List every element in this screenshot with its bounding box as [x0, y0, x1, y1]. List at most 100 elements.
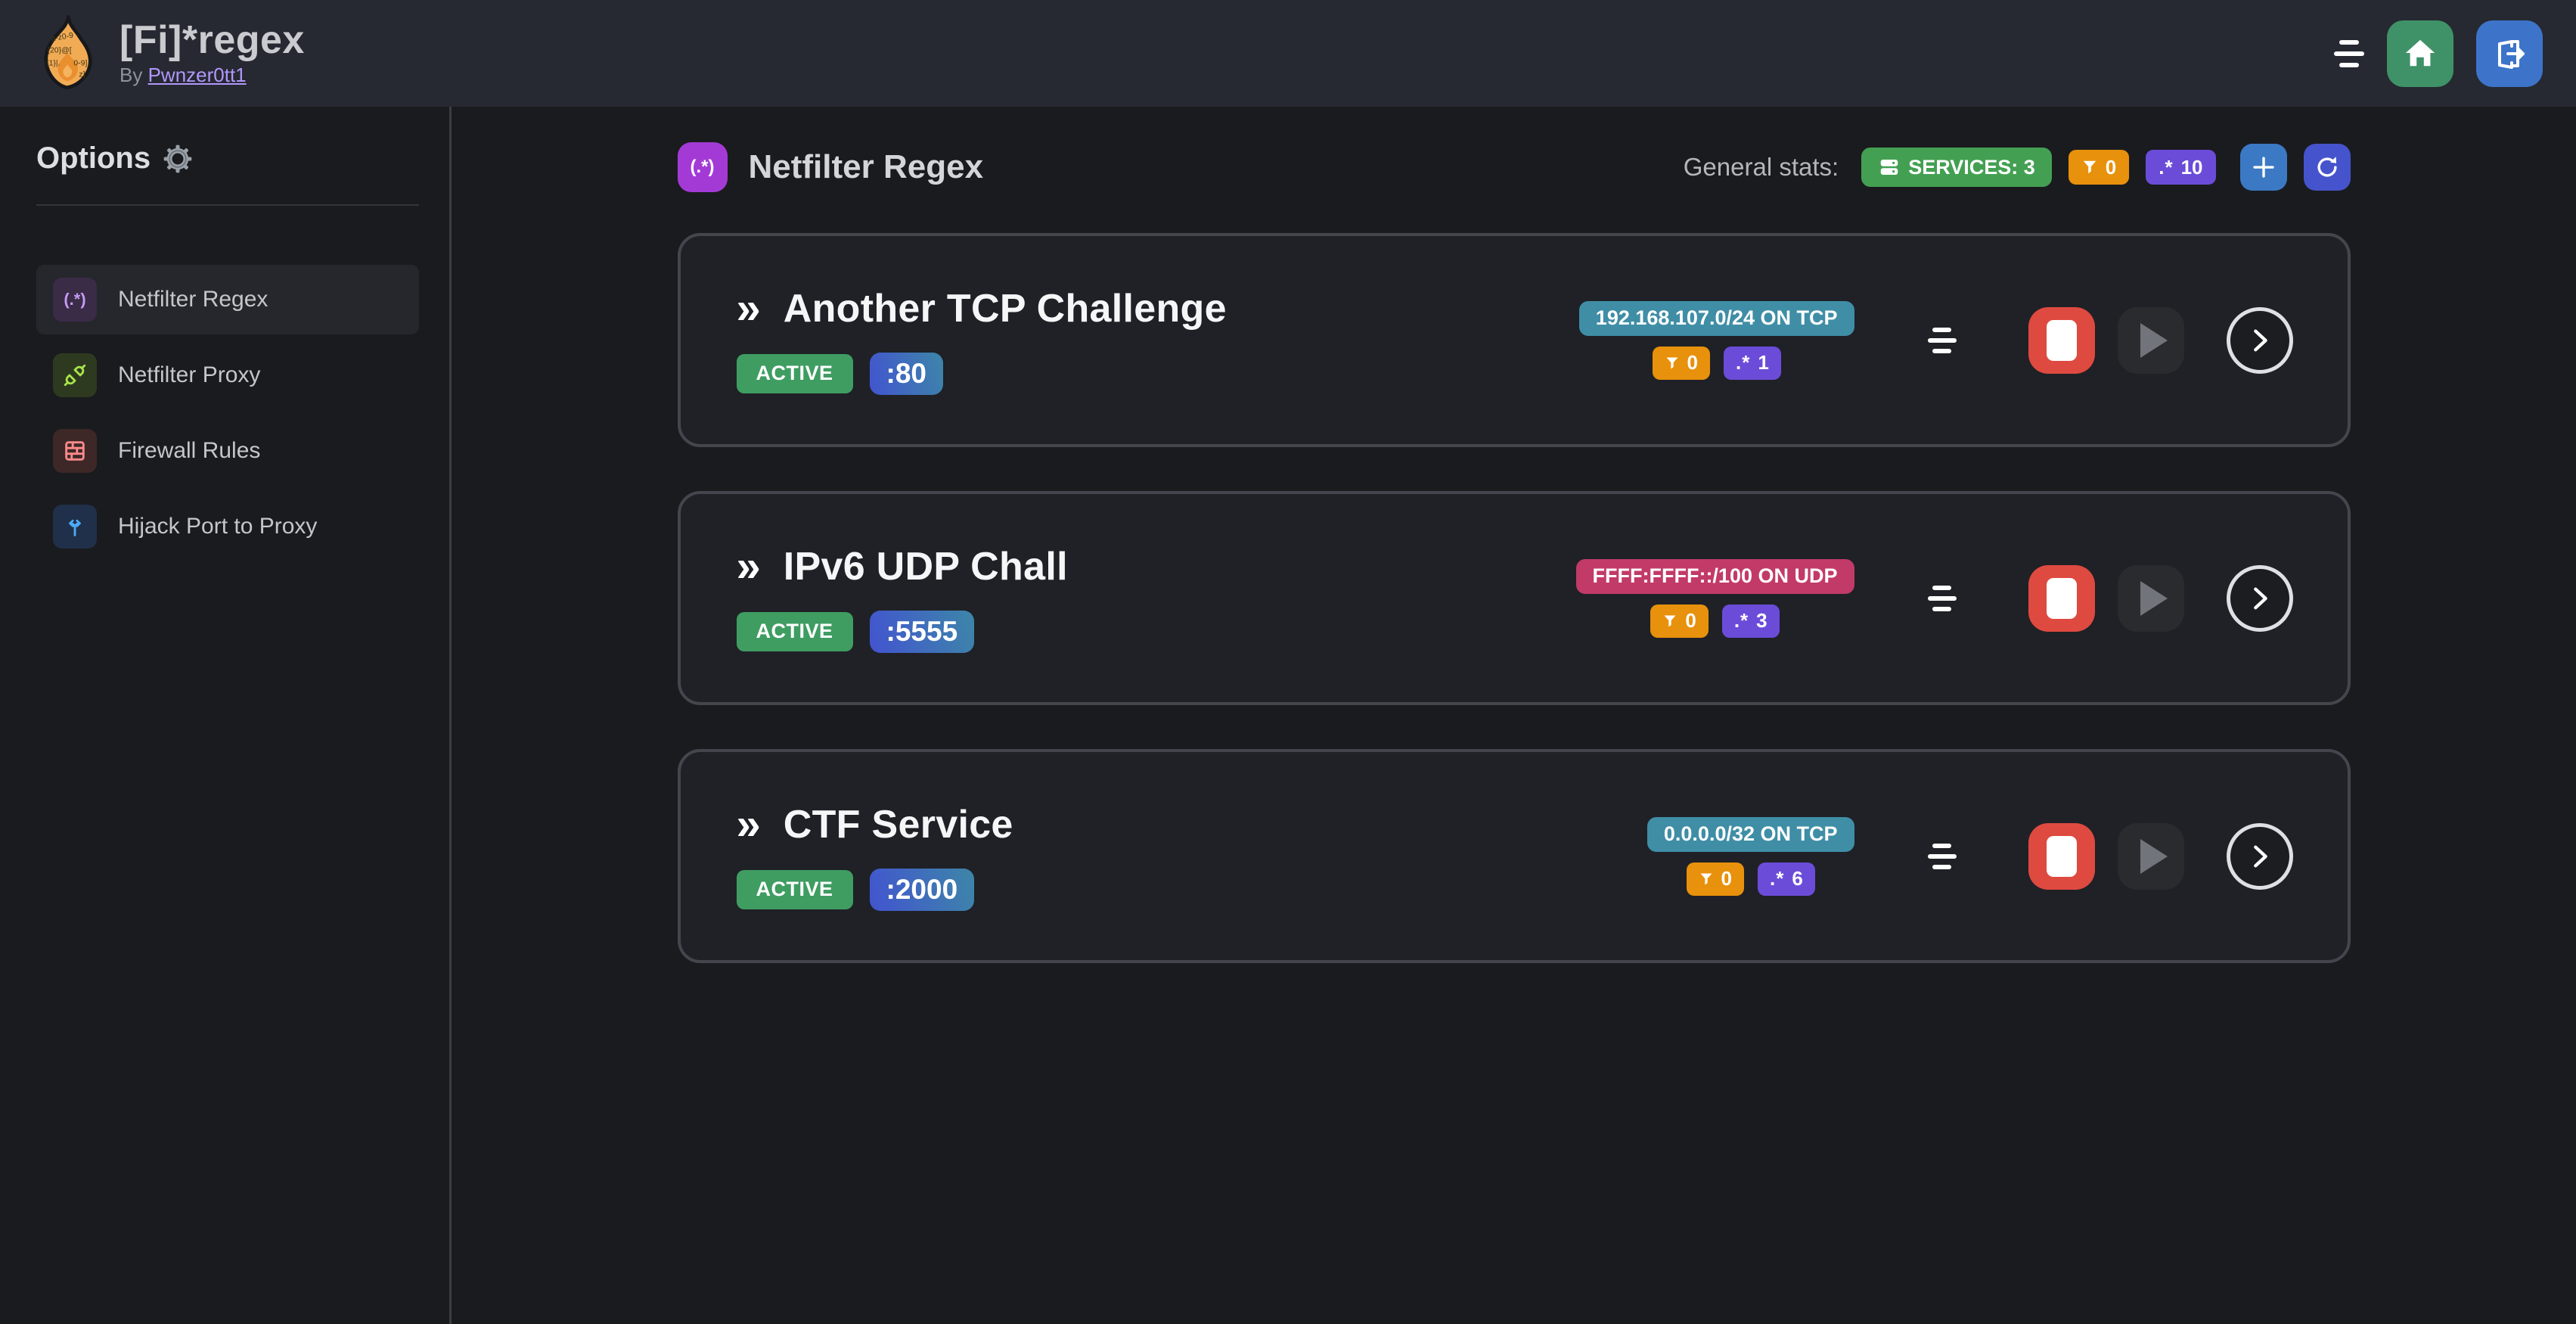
regex-symbol: .*: [1735, 351, 1751, 374]
service-name: CTF Service: [783, 802, 1013, 847]
filter-icon: [2083, 160, 2096, 174]
main-content: (.*) Netfilter Regex General stats: SERV…: [452, 107, 2576, 1324]
services-count-badge: SERVICES: 3: [1861, 148, 2052, 187]
stop-icon: [2046, 319, 2077, 361]
app-title: [Fi]*regex: [119, 17, 305, 62]
service-chevron-glyph: »: [736, 283, 761, 333]
stop-service-button[interactable]: [2028, 564, 2095, 632]
port-badge: :2000: [869, 868, 975, 911]
home-button[interactable]: [2387, 20, 2453, 87]
gear-icon: [163, 145, 192, 172]
status-badge: ACTIVE: [736, 353, 853, 393]
refresh-icon: [2317, 157, 2337, 177]
start-service-button[interactable]: [2117, 306, 2184, 374]
byline-prefix: By: [119, 64, 143, 87]
sidebar-heading-label: Options: [36, 141, 151, 175]
regex-count: 6: [1792, 867, 1803, 890]
regex-count: 1: [1758, 351, 1769, 374]
section-header: (.*) Netfilter Regex General stats: SERV…: [677, 142, 2351, 192]
regex-icon: (.*): [53, 278, 97, 322]
brand: a-z0-9 {20}@[ {1}|. 0-9] z] [Fi]*regex B…: [33, 14, 305, 94]
section-title: Netfilter Regex: [748, 148, 984, 185]
start-service-button[interactable]: [2117, 564, 2184, 632]
filter-icon: [1666, 357, 1678, 368]
logo-text: a-z0-9: [51, 31, 74, 43]
filters-count-badge: 0: [1652, 346, 1710, 380]
stats-label: General stats:: [1683, 153, 1839, 181]
stop-service-button[interactable]: [2028, 822, 2095, 890]
logout-icon: [2498, 39, 2525, 69]
sidebar-item-netfilter-proxy[interactable]: Netfilter Proxy: [36, 340, 419, 410]
plug-icon: [53, 353, 97, 397]
header-actions: [2334, 20, 2543, 87]
service-menu-icon[interactable]: [1927, 581, 1957, 616]
service-name: IPv6 UDP Chall: [783, 544, 1068, 589]
service-card: » CTF Service ACTIVE :2000 0.0.0.0/32 ON…: [677, 749, 2351, 963]
filters-count: 0: [1685, 609, 1696, 632]
service-details-button[interactable]: [2226, 564, 2293, 632]
address-badge: FFFF:FFFF::/100 ON UDP: [1575, 558, 1854, 594]
stop-icon: [2046, 835, 2077, 877]
play-icon: [2140, 580, 2168, 616]
start-service-button[interactable]: [2117, 822, 2184, 890]
netfilter-regex-icon: (.*): [677, 142, 728, 192]
regex-count: 10: [2180, 155, 2203, 179]
filters-count: 0: [2105, 155, 2117, 179]
regex-count-badge: .* 3: [1721, 604, 1780, 638]
service-menu-icon[interactable]: [1927, 323, 1957, 358]
add-service-button[interactable]: [2239, 144, 2287, 191]
stop-icon: [2046, 577, 2077, 619]
sidebar-divider: [36, 204, 419, 206]
service-details-button[interactable]: [2226, 306, 2293, 374]
filters-count-badge: 0: [1650, 604, 1709, 638]
split-arrows-icon: [53, 505, 97, 549]
port-badge: :5555: [869, 610, 975, 653]
service-details-button[interactable]: [2226, 822, 2293, 890]
service-card: » Another TCP Challenge ACTIVE :80 192.1…: [677, 233, 2351, 447]
wall-icon: [53, 429, 97, 473]
regex-count-badge: .* 10: [2146, 150, 2216, 185]
service-card: » IPv6 UDP Chall ACTIVE :5555 FFFF:FFFF:…: [677, 491, 2351, 705]
service-chevron-glyph: »: [736, 799, 761, 849]
flame-logo-icon: a-z0-9 {20}@[ {1}|. 0-9] z]: [44, 14, 92, 89]
service-menu-icon[interactable]: [1927, 839, 1957, 874]
sidebar-item-firewall-rules[interactable]: Firewall Rules: [36, 416, 419, 486]
logo-text: 0-9]: [73, 59, 87, 67]
server-icon: [1880, 160, 1898, 175]
chevron-right-icon: [2253, 845, 2267, 867]
sidebar-item-label: Hijack Port to Proxy: [118, 514, 318, 539]
general-stats: General stats: SERVICES: 3 0: [1684, 144, 2351, 191]
logo-text: {20}@[: [48, 46, 72, 54]
filter-icon: [1664, 615, 1676, 626]
service-name: Another TCP Challenge: [783, 286, 1227, 331]
regex-count: 3: [1756, 609, 1768, 632]
chevron-right-icon: [2253, 587, 2267, 609]
sidebar-item-hijack-port[interactable]: Hijack Port to Proxy: [36, 492, 419, 561]
filters-count-badge: 0: [1686, 862, 1745, 896]
sidebar-heading: Options: [36, 141, 419, 176]
app-header: a-z0-9 {20}@[ {1}|. 0-9] z] [Fi]*regex B…: [0, 0, 2576, 107]
chevron-right-icon: [2253, 329, 2267, 351]
filters-count: 0: [1687, 351, 1698, 374]
logo-text: {1}|.: [46, 59, 60, 67]
port-badge: :80: [869, 352, 943, 395]
home-icon: [2405, 39, 2435, 66]
menu-icon[interactable]: [2334, 36, 2364, 72]
regex-symbol: .*: [1733, 609, 1749, 632]
sidebar-item-netfilter-regex[interactable]: (.*) Netfilter Regex: [36, 265, 419, 334]
byline: By Pwnzer0tt1: [119, 64, 305, 87]
play-icon: [2140, 322, 2168, 358]
services-count: SERVICES: 3: [1908, 155, 2035, 179]
regex-glyph: (.*): [64, 290, 86, 309]
logout-button[interactable]: [2476, 20, 2543, 87]
address-badge: 192.168.107.0/24 ON TCP: [1578, 300, 1854, 336]
regex-symbol: .*: [1770, 867, 1785, 890]
refresh-button[interactable]: [2303, 144, 2351, 191]
author-link[interactable]: Pwnzer0tt1: [147, 64, 247, 87]
regex-count-badge: .* 1: [1723, 346, 1781, 380]
logo-text: z]: [79, 70, 85, 79]
filters-count: 0: [1721, 867, 1733, 890]
status-badge: ACTIVE: [736, 869, 853, 909]
stop-service-button[interactable]: [2028, 306, 2095, 374]
play-icon: [2140, 838, 2168, 874]
